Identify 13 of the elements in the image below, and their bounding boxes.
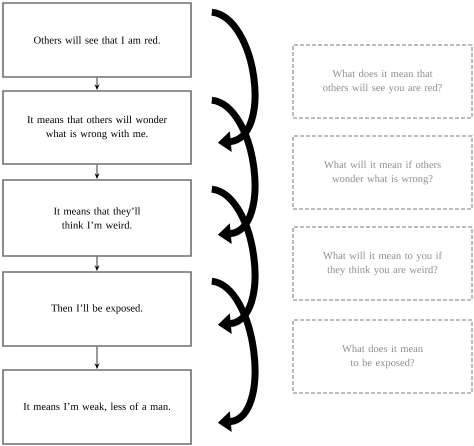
question-box: What will it mean to you if they think you are weird? [292, 226, 473, 301]
curved-arrow [210, 96, 259, 244]
question-box: What does it mean that others will see you are red? [292, 44, 473, 119]
question-box: What does it mean to be exposed? [292, 319, 473, 394]
statement-box: Then I’ll be exposed. [2, 271, 192, 347]
curved-arrow [210, 186, 259, 334]
statement-box: It means that they’ll think I’m weird. [2, 179, 192, 257]
curved-arrow [210, 278, 259, 432]
curved-arrow [210, 8, 259, 152]
statement-box: It means that others will wonder what is wrong with me. [2, 90, 192, 165]
statement-box: Others will see that I am red. [2, 2, 192, 78]
question-box: What will it mean if others wonder what is wrong? [292, 135, 473, 210]
statement-box: It means I’m weak, less of a man. [2, 369, 192, 445]
